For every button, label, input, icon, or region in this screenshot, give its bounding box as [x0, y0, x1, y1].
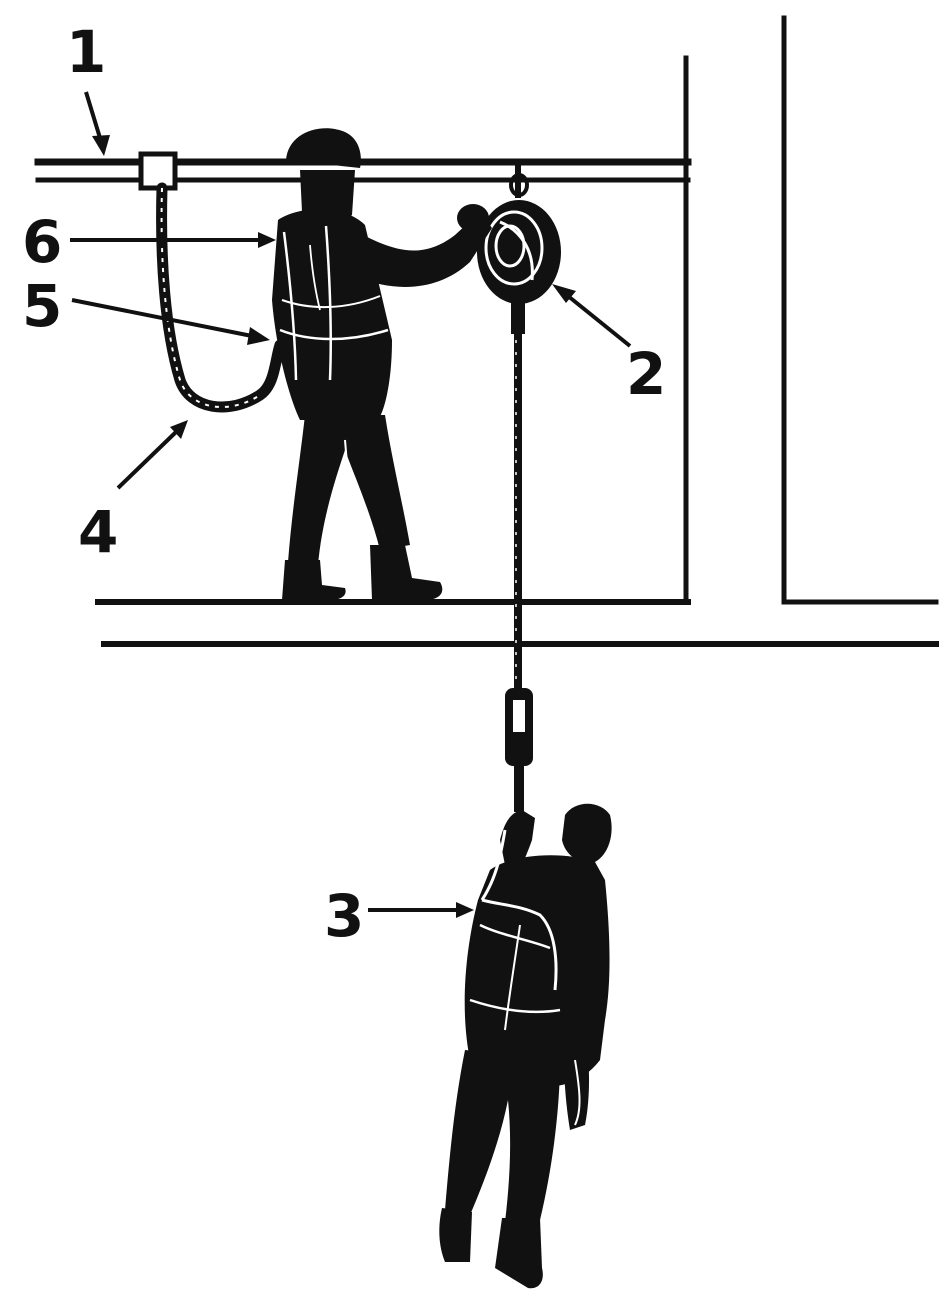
- arrow-6: [70, 232, 276, 248]
- suspended-worker: [439, 803, 612, 1289]
- rescuer-figure: [272, 128, 492, 600]
- callout-6: 6: [22, 208, 62, 276]
- callout-2: 2: [626, 340, 666, 408]
- callout-arrows: [70, 91, 632, 918]
- rail-slider: [138, 151, 178, 191]
- arrow-4: [116, 420, 188, 490]
- arrow-5: [71, 298, 270, 345]
- lanyard: [156, 182, 286, 413]
- arrow-1: [84, 91, 110, 156]
- callout-5: 5: [22, 272, 62, 340]
- callout-4: 4: [78, 498, 118, 566]
- retractable-fall-arrester: [477, 160, 561, 334]
- arrow-3: [368, 902, 474, 918]
- callout-3: 3: [324, 882, 364, 950]
- rescue-line: [505, 330, 533, 812]
- callout-labels: 1 6 5 4 2 3: [22, 18, 666, 950]
- callout-1: 1: [66, 18, 106, 86]
- arrow-2: [552, 284, 632, 348]
